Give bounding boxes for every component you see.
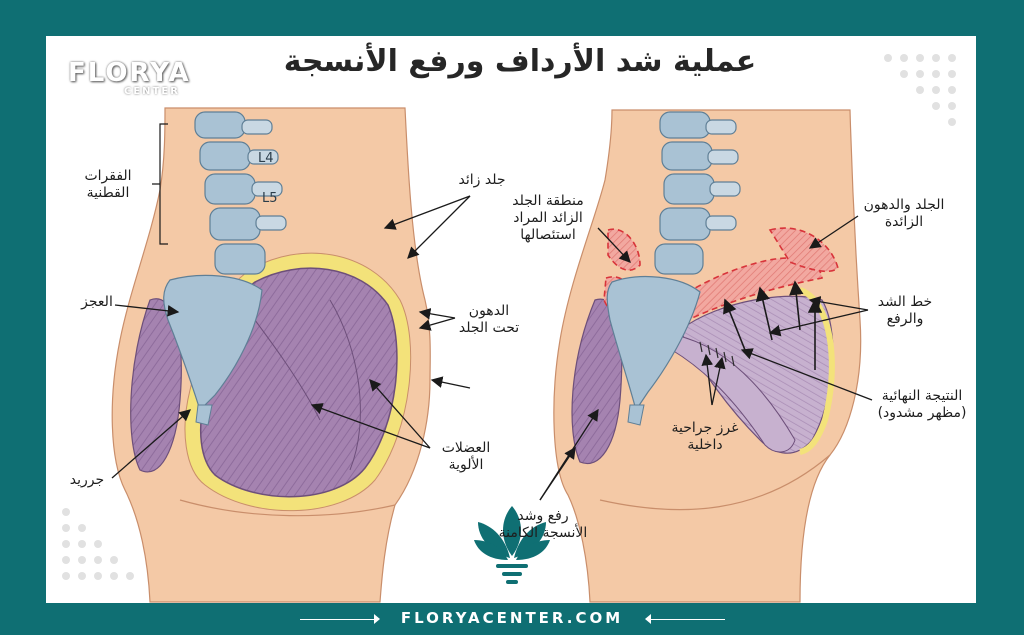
left-pointer-lines <box>111 195 471 479</box>
right-lifted-muscle <box>679 295 834 454</box>
left-body-figure <box>111 107 431 603</box>
right-coccyx <box>627 404 645 426</box>
label-lumbar-vertebrae: الفقرات القطنية <box>84 168 132 201</box>
lumbar-bracket <box>152 123 168 245</box>
footer-rule-right <box>651 619 725 620</box>
right-sacrum <box>606 275 701 412</box>
label-lift-line: خط الشد والرفع <box>877 294 933 327</box>
vertebra-tag-l4: L4 <box>258 151 274 166</box>
label-excision-zone: منطقة الجلد الزائد المراد استئصالها <box>512 193 584 243</box>
footer-rule-left <box>300 619 374 620</box>
footer-website[interactable]: FLORYACENTER.COM <box>400 609 624 627</box>
label-gluteal-muscles: العضلات الألوية <box>441 440 491 473</box>
vertebra-tag-l5: L5 <box>262 191 278 206</box>
label-underlying-tissue-lift: رفع وشد الأنسجة الكامنة <box>498 508 588 541</box>
label-coccyx: جرريد <box>69 472 105 488</box>
brand-logo-sub: CENTER <box>124 86 180 97</box>
label-final-result: النتيجة النهائية (مظهر مشدود) <box>877 388 967 421</box>
left-sacrum <box>163 274 263 412</box>
label-subcutaneous-fat: الدهون تحت الجلد <box>458 303 520 336</box>
label-excess-skin: جلد زائد <box>458 172 506 188</box>
frame-corner-bottom-right <box>846 587 976 603</box>
frame-corner-top-left <box>46 36 176 52</box>
footer-arrow-right <box>645 614 651 624</box>
footer-arrow-left <box>374 614 380 624</box>
page-title: عملية شد الأرداف ورفع الأنسجة <box>283 44 757 79</box>
footer-logo-icon <box>474 506 550 584</box>
label-internal-sutures: غرز جراحية داخلية <box>671 420 739 453</box>
right-lumbar-vertebrae <box>654 111 741 275</box>
left-coccyx <box>195 404 213 426</box>
brand-logo: FLORYA <box>68 58 191 88</box>
excision-zone-right <box>768 227 839 273</box>
label-sacrum: العجز <box>81 294 113 310</box>
excision-zone-left <box>607 228 641 271</box>
label-excess-skin-fat: الجلد والدهون الزائدة <box>863 197 945 230</box>
dot-decoration-bottom-left <box>62 508 134 580</box>
right-pointer-lines <box>539 215 873 501</box>
left-lumbar-vertebrae <box>194 111 287 275</box>
dot-decoration-top-right <box>884 54 956 126</box>
